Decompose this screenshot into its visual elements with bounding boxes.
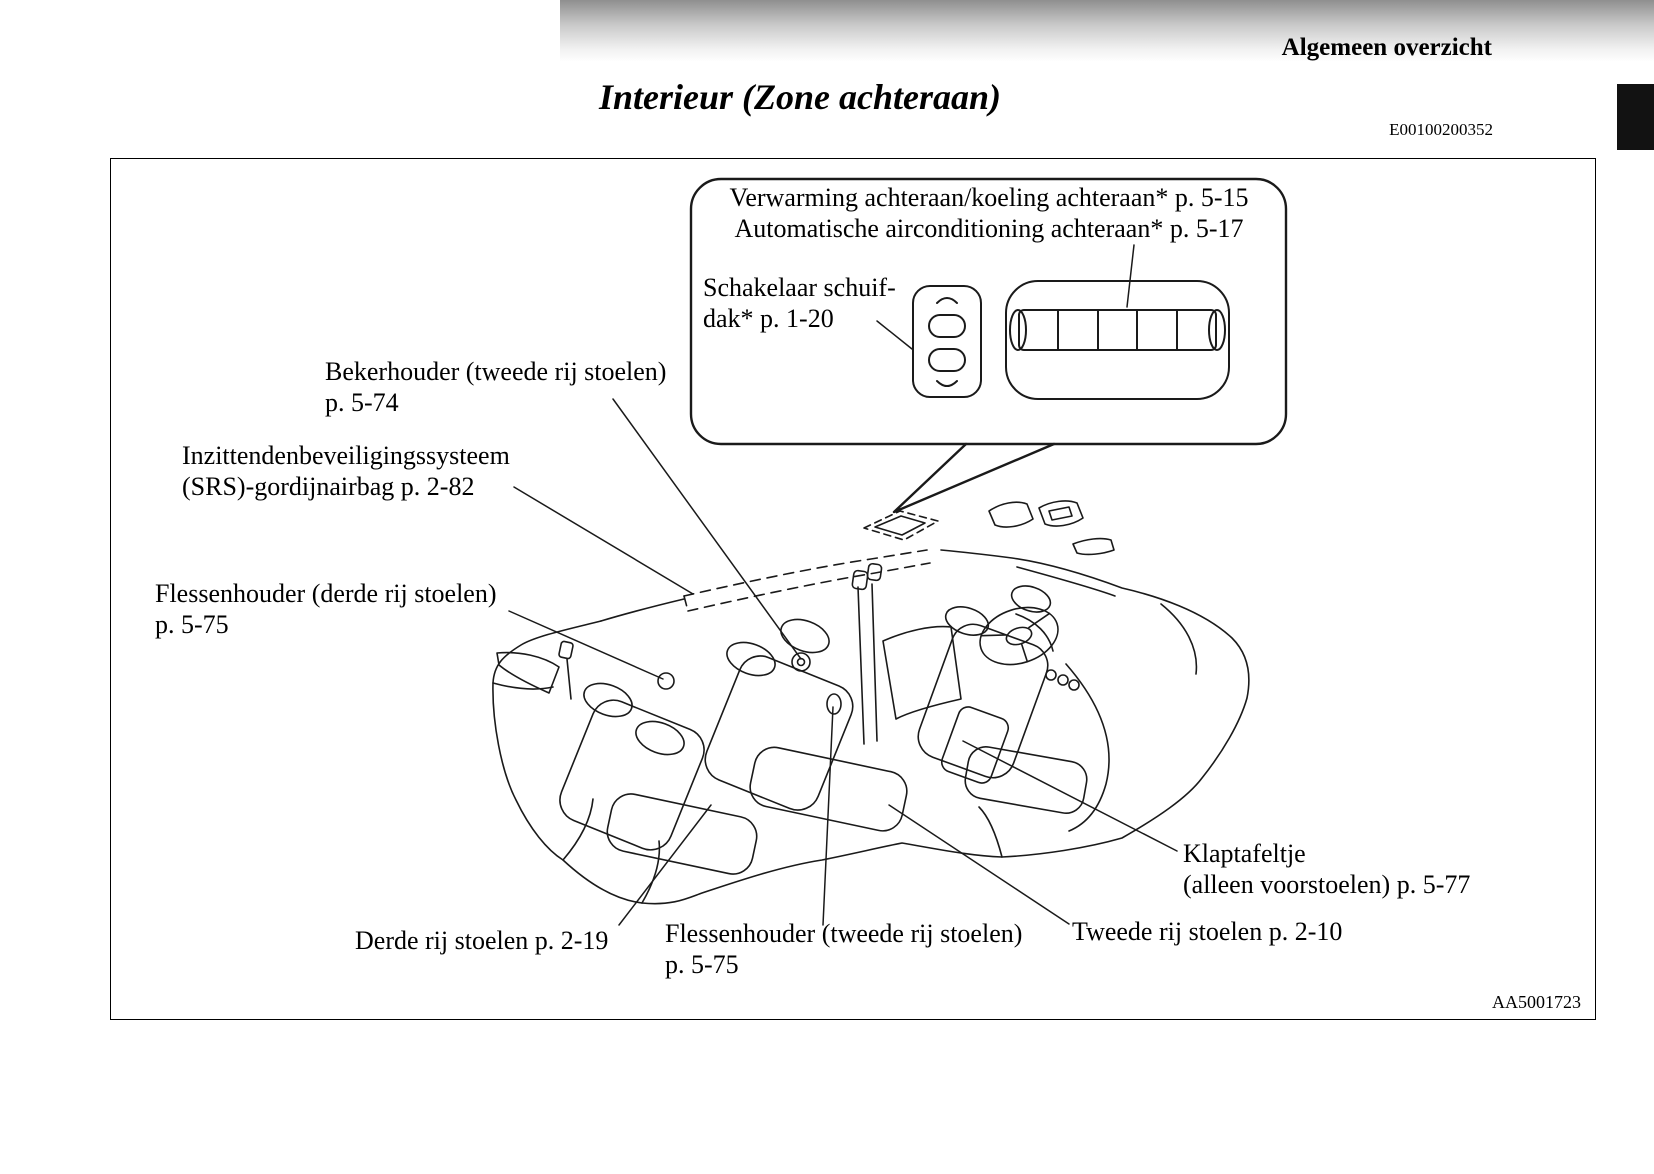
label-bottle-holder-third-row: Flessenhouder (derde rij stoelen) p. 5-7… bbox=[155, 578, 497, 640]
figure-code: AA5001723 bbox=[1492, 992, 1581, 1012]
sunroof-line-1: Schakelaar schuif- bbox=[703, 273, 896, 302]
label-third-row-seats: Derde rij stoelen p. 2-19 bbox=[355, 925, 608, 956]
car-interior-line-drawing bbox=[492, 177, 1288, 926]
label-line: Inzittendenbeveiligingssysteem bbox=[182, 441, 510, 470]
label-line: Derde rij stoelen p. 2-19 bbox=[355, 926, 609, 955]
label-line: Klaptafeltje bbox=[1183, 839, 1306, 868]
header-gradient-bar bbox=[560, 0, 1654, 62]
steering-wheel bbox=[979, 606, 1059, 666]
label-sunroof-switch: Schakelaar schuif- dak* p. 1-20 bbox=[703, 272, 896, 334]
label-line: p. 5-74 bbox=[325, 388, 399, 417]
chapter-tab-marker bbox=[1617, 84, 1654, 150]
label-line: (alleen voorstoelen) p. 5-77 bbox=[1183, 870, 1471, 899]
third-row-seats bbox=[559, 672, 758, 875]
callout-line-1: Verwarming achteraan/koeling achteraan* … bbox=[729, 183, 1249, 212]
label-line: Flessenhouder (derde rij stoelen) bbox=[155, 579, 497, 608]
second-row-seats bbox=[704, 618, 908, 832]
label-leader-lines bbox=[508, 398, 1178, 926]
label-line: p. 5-75 bbox=[665, 950, 739, 979]
sunroof-switch-drawing bbox=[912, 285, 982, 398]
diagram-frame: AA5001723 bbox=[110, 158, 1596, 1020]
page-reference-code: E00100200352 bbox=[1389, 120, 1493, 139]
second-row-bottle-holder bbox=[826, 693, 842, 715]
car-body-outline bbox=[492, 549, 1250, 905]
label-line: Bekerhouder (tweede rij stoelen) bbox=[325, 357, 667, 386]
sunroof-line-2: dak* p. 1-20 bbox=[703, 304, 834, 333]
callout-bubble bbox=[689, 177, 1288, 514]
label-second-row-seats: Tweede rij stoelen p. 2-10 bbox=[1072, 916, 1342, 947]
label-line: p. 5-75 bbox=[155, 610, 229, 639]
overhead-console-drawing bbox=[863, 500, 1115, 556]
seatbelt-pillars bbox=[558, 562, 883, 745]
callout-heating-aircon-label: Verwarming achteraan/koeling achteraan* … bbox=[700, 182, 1278, 244]
rear-aircon-panel-drawing bbox=[1005, 280, 1230, 400]
label-line: Flessenhouder (tweede rij stoelen) bbox=[665, 919, 1023, 948]
front-seats-and-dash bbox=[917, 585, 1088, 814]
callout-leader-lines bbox=[876, 244, 1135, 350]
callout-line-2: Automatische airconditioning achteraan* … bbox=[734, 214, 1244, 243]
section-header: Algemeen overzicht bbox=[1281, 34, 1492, 61]
third-row-bottle-holder bbox=[657, 672, 675, 690]
label-line: (SRS)-gordijnairbag p. 2-82 bbox=[182, 472, 475, 501]
label-srs-curtain-airbag: Inzittendenbeveiligingssysteem (SRS)-gor… bbox=[182, 440, 510, 502]
folding-table-drawing bbox=[940, 706, 1010, 784]
label-folding-table: Klaptafeltje (alleen voorstoelen) p. 5-7… bbox=[1183, 838, 1470, 900]
label-line: Tweede rij stoelen p. 2-10 bbox=[1072, 917, 1343, 946]
label-cupholder-second-row: Bekerhouder (tweede rij stoelen) p. 5-74 bbox=[325, 356, 666, 418]
page-title: Interieur (Zone achteraan) bbox=[598, 77, 1001, 117]
second-row-cup-holder bbox=[791, 652, 811, 672]
curtain-airbag-dashed-band bbox=[683, 549, 931, 612]
label-bottle-holder-second-row: Flessenhouder (tweede rij stoelen) p. 5-… bbox=[665, 918, 1022, 980]
